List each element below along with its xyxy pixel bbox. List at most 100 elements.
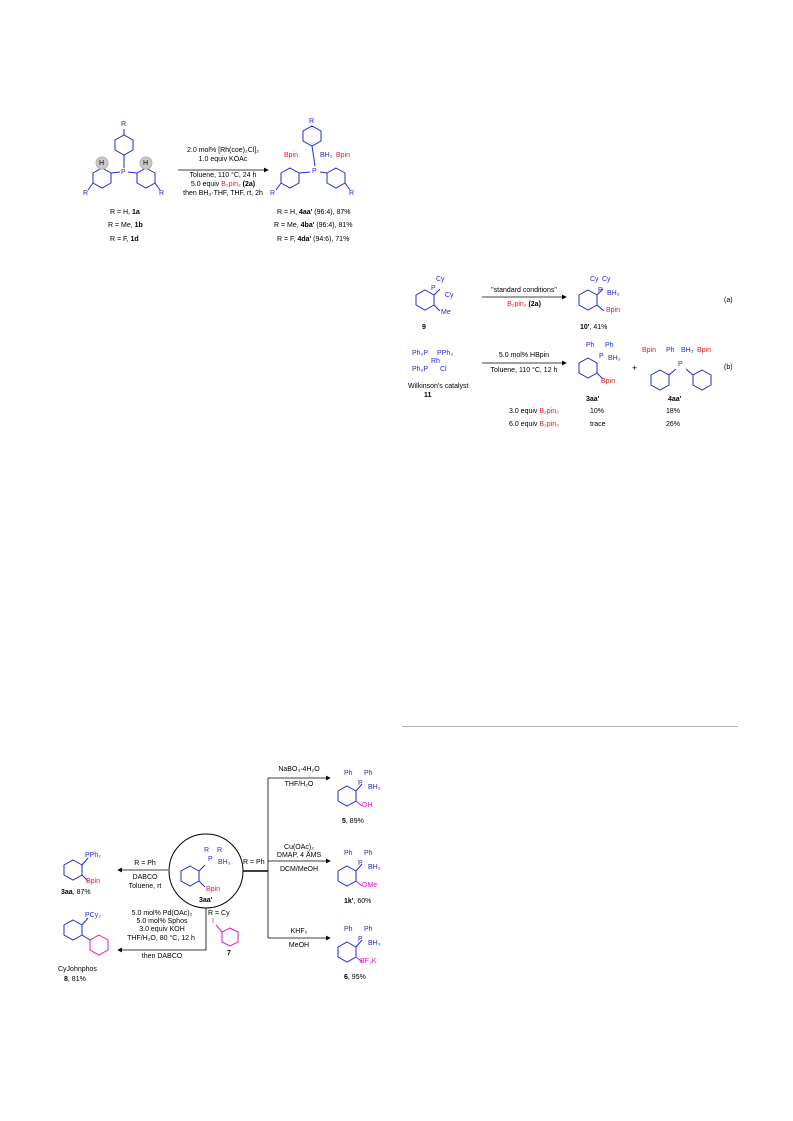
lb-pcy2: PCy₂ — [85, 912, 101, 919]
center-p: P — [208, 856, 213, 863]
iodide-ring — [215, 924, 239, 947]
a-product-bpin: Bpin — [606, 307, 621, 314]
b-plus: + — [632, 363, 638, 373]
r3-ph2: Ph — [364, 926, 373, 933]
reactant-entry-1: R = H, 1a — [110, 209, 140, 216]
r1-ph2: Ph — [364, 770, 373, 777]
b-p2-bpin-right: Bpin — [697, 347, 712, 354]
b-cat-l1: Ph₃P — [412, 350, 429, 357]
product-10-ring — [578, 288, 605, 312]
lt-bpin: Bpin — [86, 878, 101, 885]
product-entry-2: R = Me, 4ba' (96:4), 81% — [274, 222, 353, 229]
b-cat-rh: Rh — [431, 358, 440, 365]
cyjohnphos-rings — [63, 917, 109, 956]
r3-ph1: Ph — [344, 926, 353, 933]
reactant-h-left: H — [99, 160, 105, 167]
a-reactant-cy-top: Cy — [436, 276, 445, 283]
cond-s1-line2: 1.0 equiv KOAc — [198, 156, 248, 163]
r3-cond1: KHF₂ — [290, 928, 308, 935]
b-p1-bh3: BH₃ — [608, 355, 621, 362]
product-entry-3: R = F, 4da' (94:6), 71% — [277, 236, 350, 243]
lb-cond5: then DABCO — [141, 953, 183, 960]
a-product-cy-right: Cy — [602, 276, 611, 283]
r2-cond1: Cu(OAc)₂ — [284, 844, 314, 851]
center-bh3: BH₃ — [218, 859, 231, 866]
b-cat-l3: Ph₃P — [412, 366, 429, 373]
a-tag: (a) — [724, 297, 733, 304]
b-p2-p: P — [678, 361, 683, 368]
b-p1-ph2: Ph — [605, 342, 614, 349]
reactant-r-left: R — [83, 190, 89, 197]
lb-iodide-id: 7 — [227, 950, 231, 957]
b-p1-ph1: Ph — [586, 342, 595, 349]
a-product-p: P — [598, 287, 603, 294]
center-r1: R — [204, 847, 210, 854]
b-p2-ph: Ph — [666, 347, 675, 354]
product-borylated-phosphine — [275, 125, 351, 191]
a-reactant-cy-right: Cy — [445, 292, 454, 299]
r3-sub: BF₃K — [360, 958, 377, 965]
lb-iodide: I — [212, 918, 214, 925]
b-cat-l2: PPh₃ — [437, 350, 454, 357]
lb-cond-r: R = Cy — [208, 910, 230, 917]
r2-ph2: Ph — [364, 850, 373, 857]
reactant-entry-3: R = F, 1d — [110, 236, 139, 243]
reactant-phosphorus: P — [121, 169, 126, 176]
b-cat-name: Wilkinson's catalyst — [408, 383, 469, 390]
b-cat-cl: Cl — [440, 366, 447, 373]
b-p2-bpin-left: Bpin — [642, 347, 657, 354]
r2-sub: OMe — [362, 882, 378, 889]
b-row2-y2: 26% — [666, 421, 681, 428]
b-row2-y1: trace — [590, 421, 606, 428]
a-condition-top: "standard conditions" — [491, 287, 557, 294]
b-p2-id: 4aa' — [668, 396, 682, 403]
product-5-ring — [337, 783, 363, 807]
lb-cond2: 5.0 mol% Sphos — [136, 918, 188, 925]
lb-cond1: 5.0 mol% Pd(OAc)₂ — [131, 910, 193, 917]
a-product-bh3: BH₃ — [607, 290, 620, 297]
r1-p: P — [358, 780, 363, 787]
lt-cond3: Toluene, rt — [128, 883, 162, 890]
a-condition-bottom: B₂pin₂ (2a) — [507, 301, 541, 308]
b-condition-bottom: Toluene, 110 °C, 12 h — [490, 367, 558, 374]
product-6-ring — [337, 939, 363, 963]
product-r-right: R — [349, 190, 355, 197]
r3-cond2: MeOH — [288, 942, 310, 949]
product-para-r: R — [309, 118, 315, 125]
lb-cond3: 3.0 equiv KOH — [139, 926, 185, 933]
lb-id: 8, 81% — [64, 976, 86, 983]
product-bpin-left: Bpin — [284, 152, 299, 159]
center-3aa-ring — [180, 864, 206, 888]
r1-id: 5, 89% — [342, 818, 364, 825]
b-tag: (b) — [724, 364, 733, 371]
product-3aa-ring-b — [578, 357, 604, 380]
b-p2-bh3: BH₃ — [681, 347, 694, 354]
a-product-id: 10', 41% — [580, 324, 608, 331]
b-p1-p: P — [599, 353, 604, 360]
r1-sub: OH — [362, 802, 373, 809]
b-row1-y1: 10% — [590, 408, 605, 415]
r1-cond2: THF/H₂O — [284, 781, 314, 788]
b-p1-id: 3aa' — [586, 396, 600, 403]
r1-cond1: NaBO₃·4H₂O — [278, 766, 320, 773]
r3-id: 6, 95% — [344, 974, 366, 981]
lt-cond2: DABCO — [132, 874, 158, 881]
product-bpin-right: Bpin — [336, 152, 351, 159]
arrow-to-cyjohnphos — [117, 908, 207, 953]
product-entry-1: R = H, 4aa' (96:4), 87% — [277, 209, 351, 216]
r2-p: P — [358, 860, 363, 867]
separator-rule — [402, 726, 738, 727]
product-phosphorus: P — [312, 168, 317, 175]
r3-bh3: BH₃ — [368, 940, 381, 947]
r1-bh3: BH₃ — [368, 784, 381, 791]
lt-pph2: PPh₂ — [85, 852, 101, 859]
a-reactant-me: Me — [441, 309, 451, 316]
r1-ph1: Ph — [344, 770, 353, 777]
cond-s1-line4: 5.0 equiv B₂pin₂ (2a) — [190, 181, 256, 188]
r3-p: P — [358, 936, 363, 943]
branch-label: R = Ph — [243, 859, 265, 866]
r2-id: 1k', 60% — [344, 898, 372, 905]
lt-id: 3aa, 87% — [61, 889, 91, 896]
center-id: 3aa' — [199, 897, 213, 904]
